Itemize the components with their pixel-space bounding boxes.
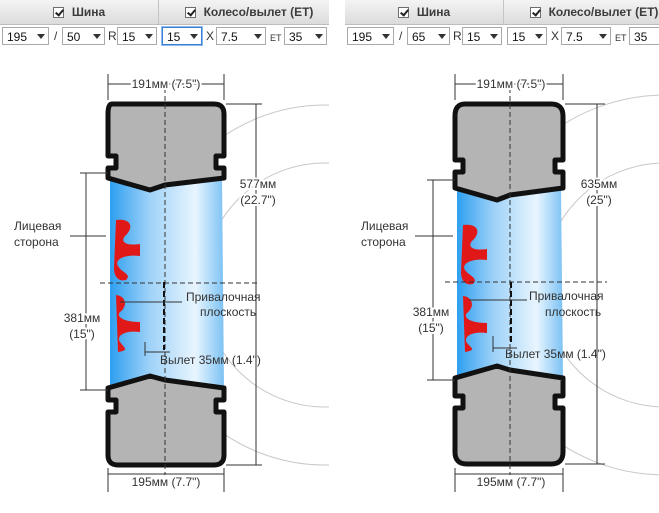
mounting-plane-label-1: Привалочная <box>529 289 604 303</box>
chevron-down-icon <box>190 34 198 39</box>
tab-tire[interactable]: Шина <box>345 0 504 24</box>
tab-tire[interactable]: Шина <box>0 0 159 24</box>
wheel-checkbox[interactable] <box>184 6 196 18</box>
tab-wheel[interactable]: Колесо/вылет (ET) <box>504 0 659 24</box>
face-side-label-1: Лицевая <box>361 219 408 233</box>
face-side-label-2: сторона <box>14 235 59 249</box>
tab-tire-label: Шина <box>71 5 106 19</box>
left-calculator-panel: Шина Колесо/вылет (ET) 195 / 50 R 15 15 … <box>0 0 329 513</box>
x-separator: X <box>551 29 560 43</box>
chevron-down-icon <box>254 34 262 39</box>
rim-spoke-upper <box>461 224 487 285</box>
section-header-bar: Шина Колесо/вылет (ET) <box>0 0 329 25</box>
top-width-label: 191мм (7.5") <box>477 77 546 91</box>
rim-diameter-mm: 381мм <box>413 305 450 319</box>
wheel-diameter-select[interactable]: 15 <box>507 27 547 45</box>
outer-diameter-in: (25") <box>586 193 612 207</box>
size-controls: 195 / 65 R 15 15 X 7.5 ET 35 <box>345 24 659 50</box>
tab-wheel-label: Колесо/вылет (ET) <box>203 5 314 19</box>
tire-checkbox[interactable] <box>397 6 409 18</box>
offset-label: Вылет 35мм (1.4") <box>505 347 606 361</box>
mounting-plane-label-2: плоскость <box>200 305 256 319</box>
tab-tire-label: Шина <box>416 5 451 19</box>
r-separator: R <box>453 29 462 43</box>
wheel-diagram: 191мм (7.5") 577мм (22.7") 381мм (15") Л… <box>14 74 329 492</box>
wheel-checkbox[interactable] <box>529 6 541 18</box>
r-separator: R <box>108 29 117 43</box>
x-separator: X <box>206 29 215 43</box>
wheel-diagram: 191мм (7.5") 635мм (25") 381мм (15") Лиц… <box>361 74 659 492</box>
tire-profile-select[interactable]: 50 <box>62 27 105 45</box>
tire-diameter-select[interactable]: 15 <box>117 27 157 45</box>
chevron-down-icon <box>382 34 390 39</box>
wheel-et-select[interactable]: 35 <box>284 27 327 45</box>
chevron-down-icon <box>37 34 45 39</box>
rim-diameter-in: (15") <box>418 321 444 335</box>
rim-diameter-in: (15") <box>69 327 95 341</box>
rim-spoke-upper <box>114 219 140 281</box>
tire-bottom-section <box>105 373 227 468</box>
wheel-diameter-select[interactable]: 15 <box>162 27 202 45</box>
tire-width-select[interactable]: 195 <box>2 27 49 45</box>
tab-wheel[interactable]: Колесо/вылет (ET) <box>159 0 329 24</box>
bottom-width-label: 195мм (7.7") <box>132 475 201 489</box>
chevron-down-icon <box>315 34 323 39</box>
rim-spoke-lower <box>463 296 487 352</box>
section-header-bar: Шина Колесо/вылет (ET) <box>345 0 659 25</box>
outer-diameter-mm: 635мм <box>581 177 618 191</box>
right-calculator-panel: Шина Колесо/вылет (ET) 195 / 65 R 15 15 … <box>345 0 659 513</box>
et-separator: ET <box>615 33 627 43</box>
rim-diameter-mm: 381мм <box>64 311 101 325</box>
face-side-label-1: Лицевая <box>14 219 61 233</box>
tire-profile-select[interactable]: 65 <box>407 27 450 45</box>
outer-diameter-in: (22.7") <box>240 193 276 207</box>
et-separator: ET <box>270 33 282 43</box>
slash-separator: / <box>399 29 403 43</box>
chevron-down-icon <box>599 34 607 39</box>
mounting-plane-label-2: плоскость <box>545 305 601 319</box>
tab-wheel-label: Колесо/вылет (ET) <box>548 5 659 19</box>
chevron-down-icon <box>438 34 446 39</box>
offset-label: Вылет 35мм (1.4") <box>160 353 261 367</box>
chevron-down-icon <box>490 34 498 39</box>
outer-diameter-mm: 577мм <box>240 177 277 191</box>
chevron-down-icon <box>145 34 153 39</box>
tire-diameter-select[interactable]: 15 <box>462 27 502 45</box>
wheel-et-select[interactable]: 35 <box>629 27 659 45</box>
size-controls: 195 / 50 R 15 15 X 7.5 ET 35 <box>0 24 329 50</box>
top-width-label: 191мм (7.5") <box>132 77 201 91</box>
tire-top-section <box>452 101 566 203</box>
chevron-down-icon <box>535 34 543 39</box>
wheel-width-select[interactable]: 7.5 <box>216 27 266 45</box>
tire-top-section <box>105 101 227 193</box>
chevron-down-icon <box>93 34 101 39</box>
slash-separator: / <box>54 29 58 43</box>
tire-checkbox[interactable] <box>52 6 64 18</box>
tire-bottom-section <box>452 363 566 467</box>
tire-width-select[interactable]: 195 <box>347 27 394 45</box>
face-side-label-2: сторона <box>361 235 406 249</box>
bottom-width-label: 195мм (7.7") <box>477 475 546 489</box>
mounting-plane-label-1: Привалочная <box>186 290 261 304</box>
wheel-width-select[interactable]: 7.5 <box>561 27 611 45</box>
rim-spoke-lower <box>116 295 140 352</box>
